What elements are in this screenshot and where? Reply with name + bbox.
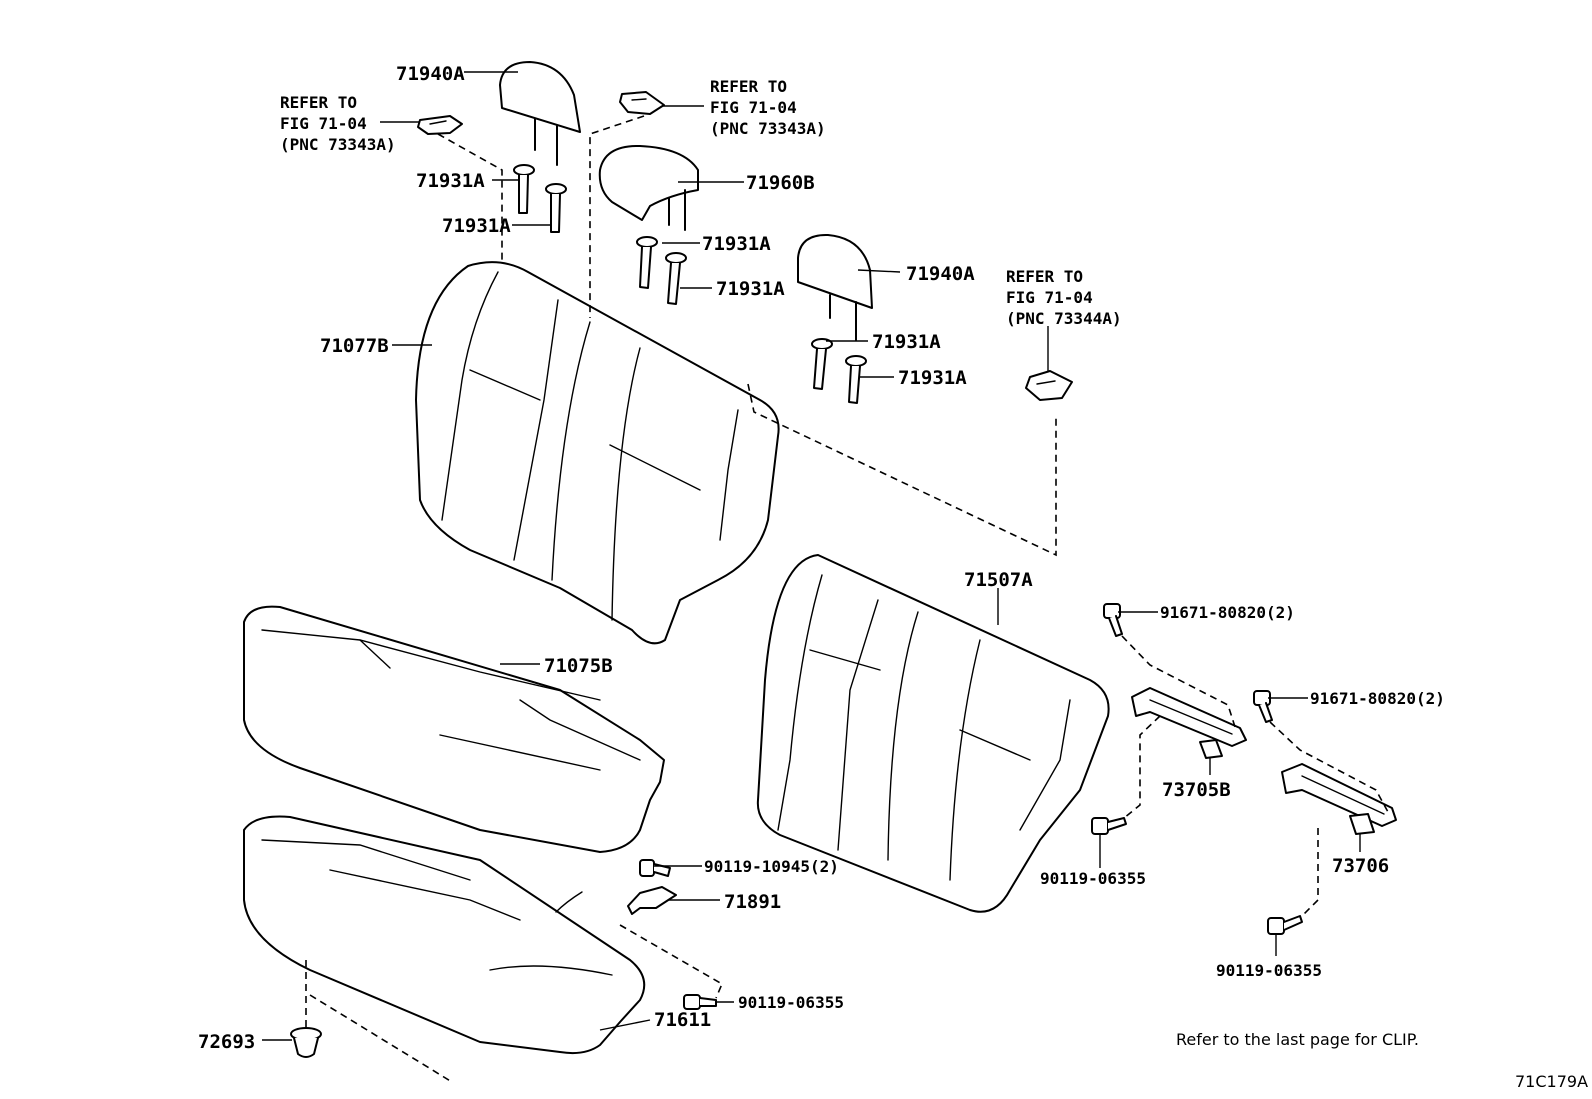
label-90119-06355-c: 90119-06355 [1216,961,1322,980]
headrest-71940A-left [499,61,581,166]
bolt-90119-06355-a [683,994,717,1010]
label-71960B: 71960B [746,172,815,194]
refer-right-line2: FIG 71-04 [1006,288,1093,307]
bolt-90119-06355-b [1091,817,1127,835]
label-72693: 72693 [198,1031,255,1053]
bracket-71891 [627,886,677,915]
headrest-guide-71931A-3 [636,236,658,289]
refer-right-line3: (PNC 73344A) [1006,309,1122,328]
bolt-90119-10945 [639,859,671,877]
label-71940A-right: 71940A [906,263,975,285]
headrest-guide-71931A-6 [845,355,867,404]
label-90119-06355-a: 90119-06355 [738,993,844,1012]
assembly-line-hinge-a [1121,635,1237,731]
refer-callout-center: REFER TO FIG 71-04 (PNC 73343A) [710,77,826,138]
label-90119-10945: 90119-10945(2) [704,857,839,876]
referenced-part-73344A-right [1025,370,1073,401]
hinge-73706 [1281,763,1397,835]
refer-callout-right: REFER TO FIG 71-04 (PNC 73344A) [1006,267,1122,328]
label-73706: 73706 [1332,855,1389,877]
headrest-guide-71931A-1 [513,164,535,214]
seatback-pad-71507A [756,554,1110,913]
clip-note: Refer to the last page for CLIP. [1176,1030,1419,1049]
leader-lines [262,71,1361,1041]
refer-callout-left: REFER TO FIG 71-04 (PNC 73343A) [280,93,396,154]
label-71931A-6: 71931A [898,367,967,389]
refer-left-line2: FIG 71-04 [280,114,367,133]
refer-center-line2: FIG 71-04 [710,98,797,117]
referenced-part-73343A-left [417,115,463,135]
assembly-line-left-ref [437,133,503,262]
label-73705B: 73705B [1162,779,1231,801]
label-71611: 71611 [654,1009,711,1031]
refer-center-line1: REFER TO [710,77,787,96]
label-71931A-5: 71931A [872,331,941,353]
clip-72693 [290,1027,322,1058]
assembly-line-bracket [619,924,724,999]
label-71931A-1: 71931A [416,170,485,192]
assembly-line-hinge-a-bolt [1123,715,1161,819]
headrest-71960B-center [598,144,699,231]
cushion-pad-71611 [243,815,646,1055]
assembly-line-hinge-b-bolt [1301,828,1319,917]
bolt-91671-80820-b [1253,690,1273,723]
hinge-73705B [1131,687,1247,759]
label-71075B: 71075B [544,655,613,677]
bolt-91671-80820-a [1103,603,1123,637]
figure-id: 71C179A [1515,1072,1588,1091]
headrest-guide-71931A-5 [811,338,833,390]
seatback-cover-71077B [415,261,780,645]
refer-right-line1: REFER TO [1006,267,1083,286]
refer-left-line1: REFER TO [280,93,357,112]
refer-center-line3: (PNC 73343A) [710,119,826,138]
headrest-guide-71931A-2 [545,183,567,233]
label-91671-80820-a: 91671-80820(2) [1160,603,1295,622]
label-71077B: 71077B [320,335,389,357]
label-90119-06355-b: 90119-06355 [1040,869,1146,888]
refer-left-line3: (PNC 73343A) [280,135,396,154]
label-71931A-3: 71931A [702,233,771,255]
bolt-90119-06355-c [1267,915,1303,935]
label-71891: 71891 [724,891,781,913]
assembly-line-center-ref [589,115,645,318]
label-71931A-4: 71931A [716,278,785,300]
label-91671-80820-b: 91671-80820(2) [1310,689,1445,708]
headrest-guide-71931A-4 [665,252,687,305]
assembly-line-seatback [747,383,1057,557]
assembly-line-clip [305,960,453,1083]
label-71931A-2: 71931A [442,215,511,237]
referenced-part-73343A-center [619,91,665,115]
headrest-71940A-right [797,233,873,341]
cushion-cover-71075B [243,605,665,853]
label-71507A: 71507A [964,569,1033,591]
label-71940A-top: 71940A [396,63,465,85]
